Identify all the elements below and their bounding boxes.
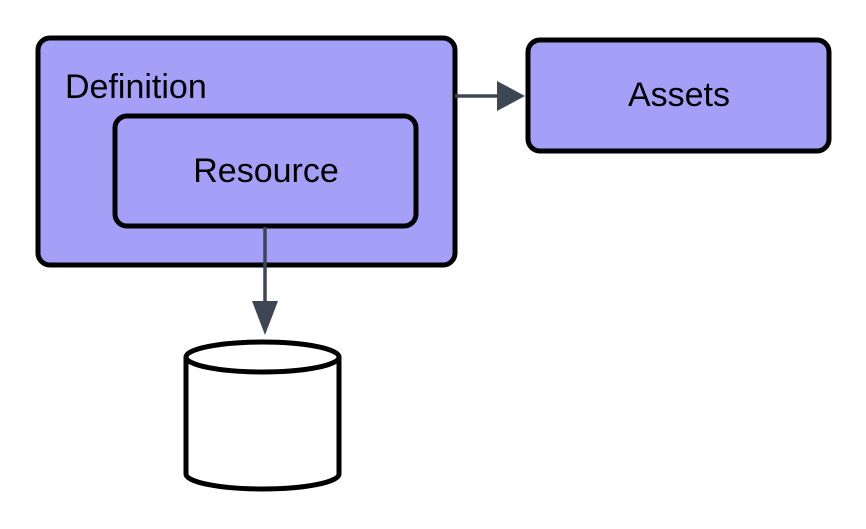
definition-label: Definition: [65, 68, 207, 106]
node-assets[interactable]: Assets: [525, 37, 832, 154]
assets-label: Assets: [628, 76, 730, 114]
datastore-body[interactable]: [183, 354, 342, 492]
resource-box[interactable]: [112, 113, 419, 229]
edge-definition-to-assets: [455, 81, 525, 111]
arrowhead-right-icon: [497, 81, 525, 111]
datastore-top-ellipse: [183, 339, 342, 375]
resource-label: Resource: [193, 152, 339, 190]
edge-resource-to-datastore: [252, 227, 278, 335]
node-resource[interactable]: Resource: [112, 113, 419, 229]
node-datastore[interactable]: [183, 339, 342, 492]
arrowhead-down-icon: [252, 301, 278, 335]
assets-box[interactable]: [525, 37, 832, 154]
